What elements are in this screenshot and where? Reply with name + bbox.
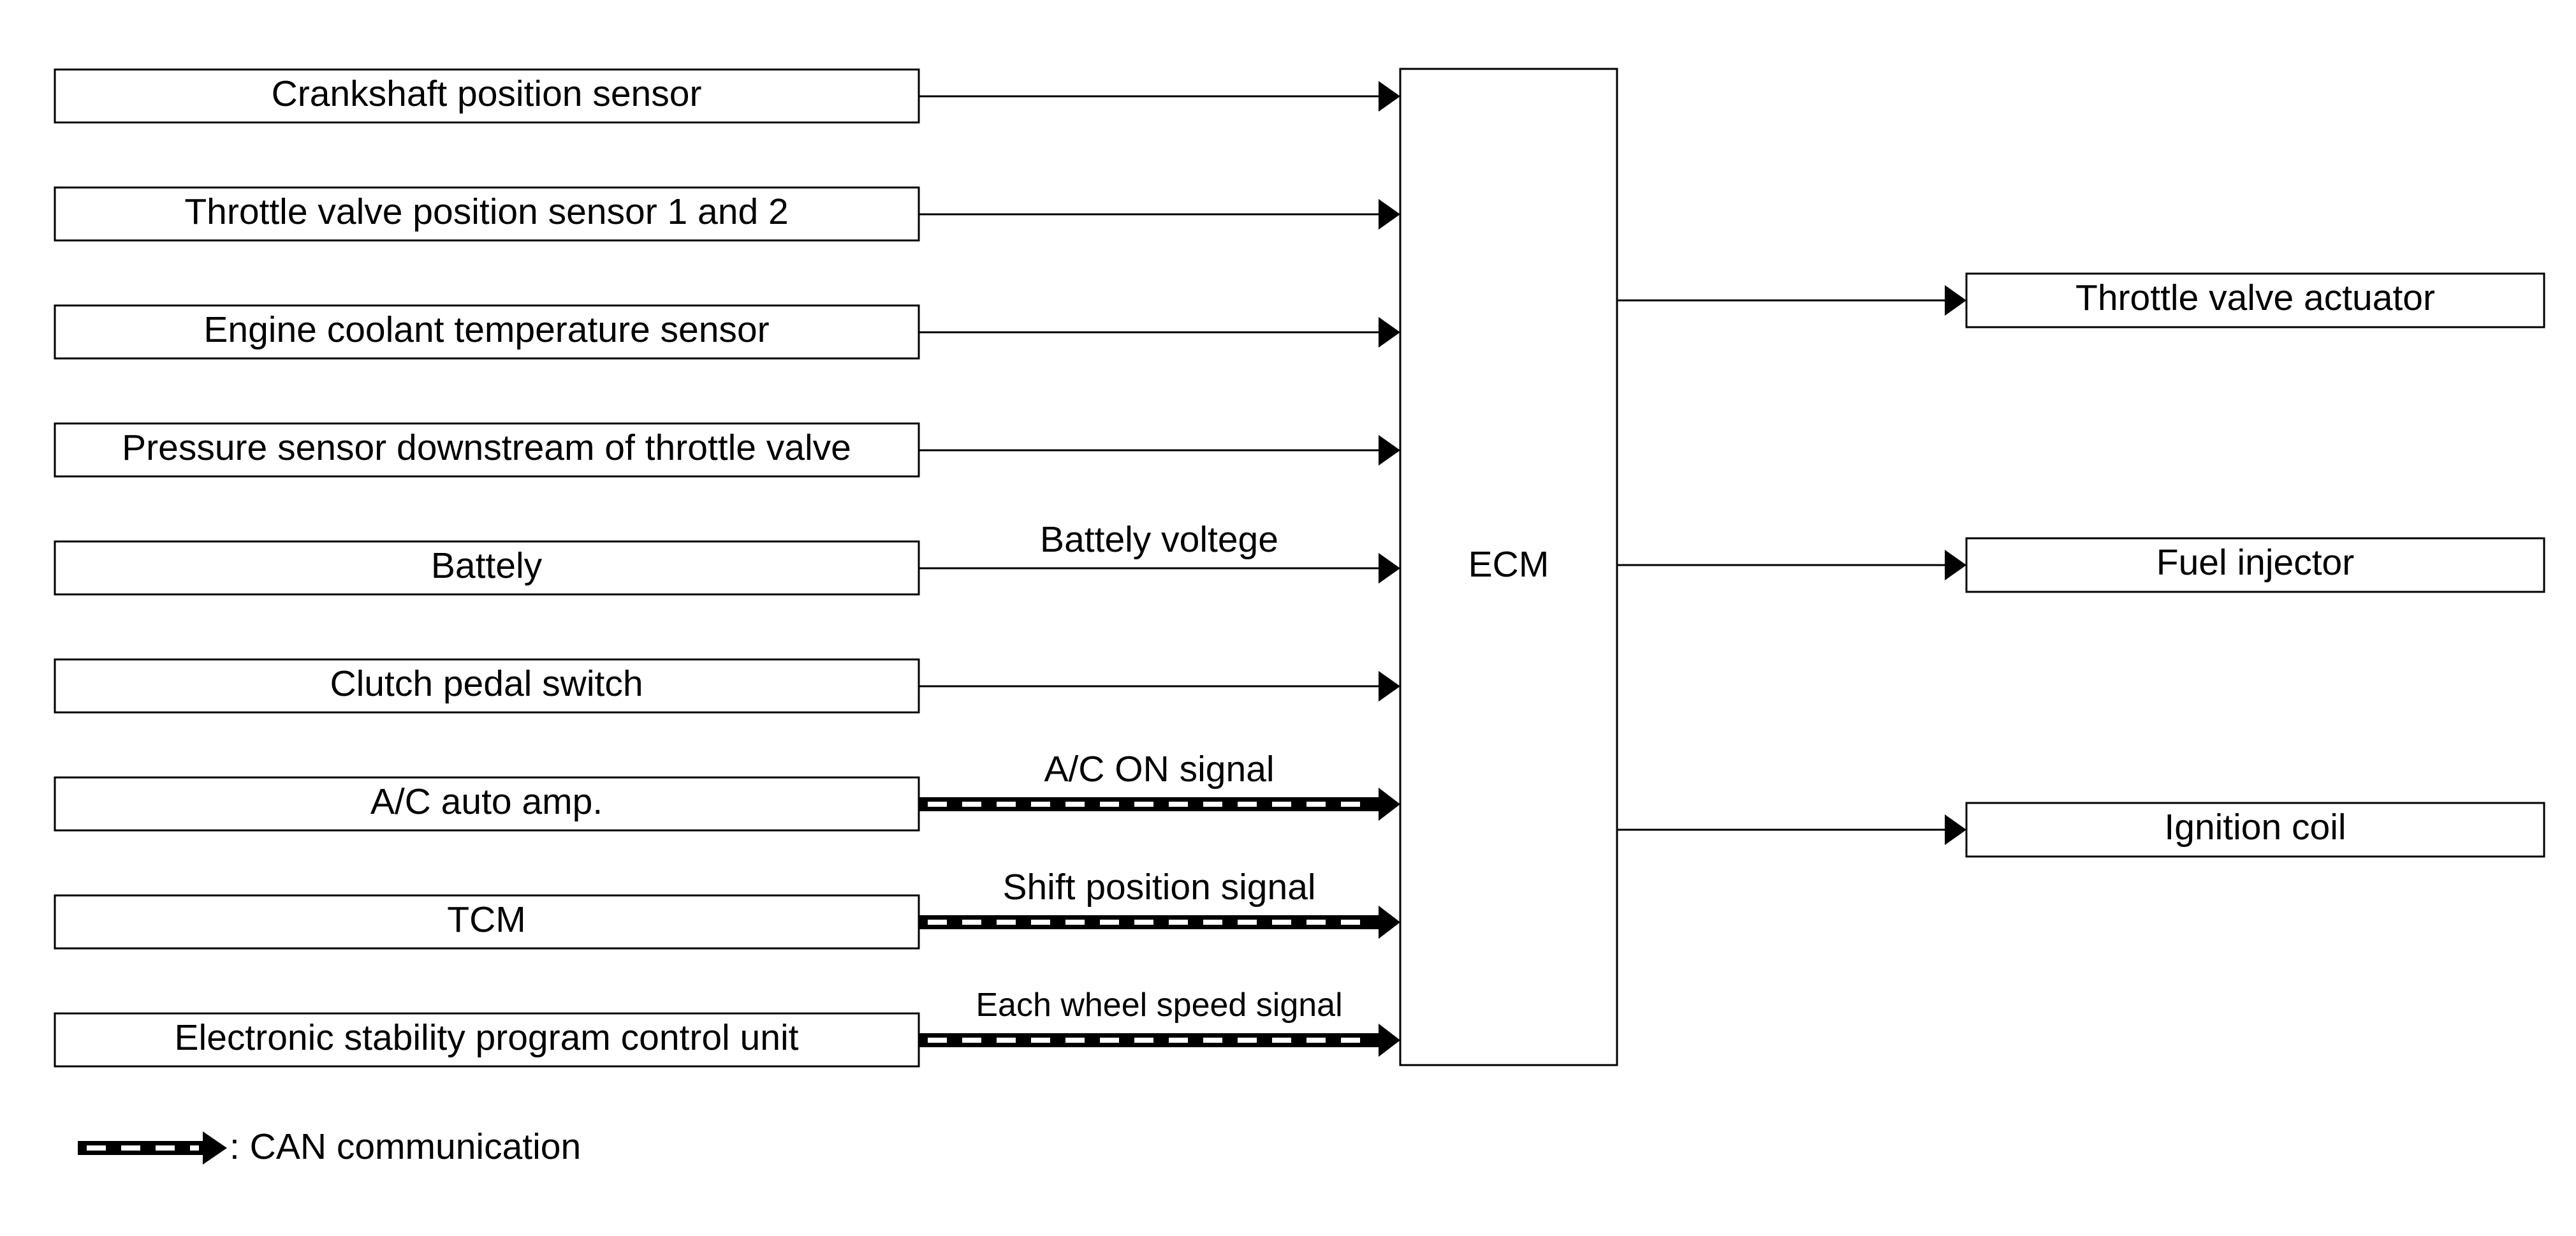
input-label-battery: Battely — [431, 545, 543, 586]
signal-label-shift-position: Shift position signal — [1002, 867, 1315, 908]
input-label-clutch-pedal-switch: Clutch pedal switch — [330, 663, 643, 704]
input-label-ac-auto-amp: A/C auto amp. — [370, 781, 603, 822]
signal-labels: Battely voltege A/C ON signal Shift posi… — [976, 519, 1342, 1024]
output-label-throttle-valve-actuator: Throttle valve actuator — [2075, 277, 2435, 318]
arrowhead-clutch-pedal — [1379, 671, 1400, 702]
arrowhead-crankshaft — [1379, 81, 1400, 112]
signal-label-battery-voltage: Battely voltege — [1040, 519, 1278, 560]
arrowhead-pressure-sensor — [1379, 435, 1400, 466]
arrowhead-battery — [1379, 553, 1400, 584]
output-box-fuel-injector — [1965, 537, 2545, 593]
arrowhead-esp — [1379, 1024, 1400, 1057]
input-connectors — [919, 81, 1400, 1057]
input-box-esp-control-unit — [54, 1012, 920, 1068]
input-box-crankshaft-position-sensor — [54, 68, 920, 124]
output-label-ignition-coil: Ignition coil — [2164, 807, 2346, 848]
input-label-tcm: TCM — [447, 899, 525, 940]
arrowhead-tcm — [1379, 906, 1400, 939]
input-label-crankshaft-position-sensor: Crankshaft position sensor — [272, 73, 702, 114]
arrowhead-ac-auto-amp — [1379, 788, 1400, 821]
signal-label-wheel-speed: Each wheel speed signal — [976, 987, 1342, 1024]
arrowhead-ignition-coil — [1945, 814, 1966, 845]
arrowhead-throttle-position — [1379, 199, 1400, 230]
ecm-label: ECM — [1468, 544, 1549, 585]
ecm-box — [1399, 68, 1618, 1066]
input-box-tcm — [54, 894, 920, 950]
output-blocks: Throttle valve actuator Fuel injector Ig… — [1965, 272, 2545, 858]
input-box-throttle-valve-position-sensor — [54, 186, 920, 242]
output-box-throttle-valve-actuator — [1965, 272, 2545, 328]
arrowhead-fuel-injector — [1945, 550, 1966, 580]
input-blocks: Crankshaft position sensor Throttle valv… — [54, 68, 920, 1068]
input-label-throttle-valve-position-sensor: Throttle valve position sensor 1 and 2 — [184, 191, 788, 232]
input-box-pressure-sensor — [54, 422, 920, 478]
legend-arrowhead — [203, 1131, 227, 1165]
legend-label: : CAN communication — [230, 1126, 581, 1167]
input-label-esp-control-unit: Electronic stability program control uni… — [175, 1017, 799, 1058]
input-box-battery — [54, 540, 920, 596]
output-box-ignition-coil — [1965, 802, 2545, 858]
input-box-clutch-pedal-switch — [54, 658, 920, 714]
arrowhead-coolant-temp — [1379, 317, 1400, 348]
input-label-pressure-sensor: Pressure sensor downstream of throttle v… — [122, 427, 851, 468]
input-box-ac-auto-amp — [54, 776, 920, 832]
signal-label-ac-on: A/C ON signal — [1044, 749, 1274, 790]
output-label-fuel-injector: Fuel injector — [2156, 542, 2354, 583]
input-label-engine-coolant-temperature-sensor: Engine coolant temperature sensor — [203, 309, 769, 350]
legend: : CAN communication — [78, 1126, 581, 1167]
arrowhead-throttle-actuator — [1945, 285, 1966, 316]
output-connectors — [1617, 285, 1966, 845]
